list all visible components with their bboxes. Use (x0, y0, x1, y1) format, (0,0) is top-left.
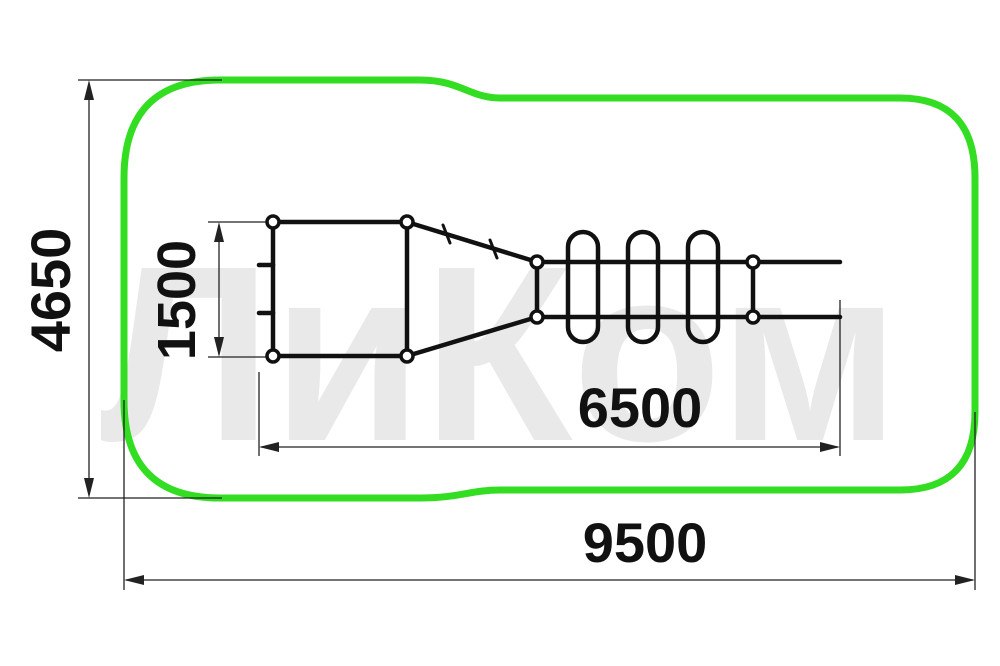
total-length-dimension (123, 400, 976, 590)
height-dimension-label: 4650 (19, 228, 82, 353)
equipment-width-label: 1500 (147, 240, 207, 360)
height-dimension (78, 79, 222, 499)
frame-joints (265, 214, 761, 364)
equipment-frame (256, 219, 843, 359)
equipment-length-label: 6500 (578, 376, 703, 439)
equipment-length-dimension (258, 300, 841, 456)
total-length-label: 9500 (583, 511, 708, 574)
watermark: ЛиКом (100, 214, 900, 493)
safety-zone-outline (120, 76, 979, 502)
equipment-width-dimension (208, 221, 272, 358)
